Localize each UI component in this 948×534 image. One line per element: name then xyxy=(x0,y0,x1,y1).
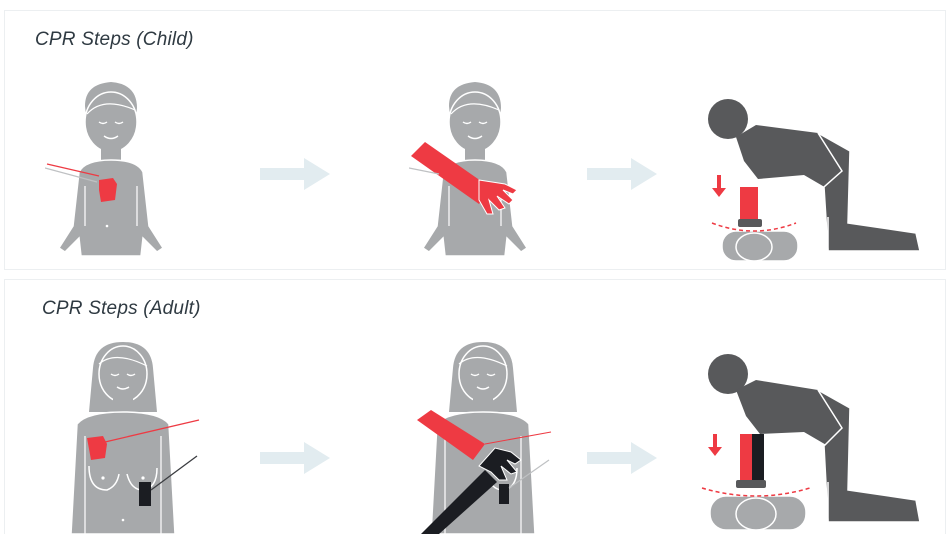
adult-hand-placement-icon xyxy=(415,340,565,534)
child-chest-compression-icon xyxy=(700,91,925,261)
next-step-arrow-icon xyxy=(260,154,332,194)
child-panel-title: CPR Steps (Child) xyxy=(35,29,194,51)
adult-chest-pad-placement-icon xyxy=(55,340,205,534)
child-hand-placement-icon xyxy=(409,76,544,261)
next-step-arrow-icon xyxy=(587,154,659,194)
adult-panel-title: CPR Steps (Adult) xyxy=(42,298,201,320)
adult-cpr-panel: CPR Steps (Adult) xyxy=(4,279,946,534)
next-step-arrow-icon xyxy=(260,438,332,478)
child-chest-pad-placement-icon xyxy=(45,76,175,261)
next-step-arrow-icon xyxy=(587,438,659,478)
adult-chest-compression-icon xyxy=(700,350,925,530)
child-cpr-panel: CPR Steps (Child) xyxy=(4,10,946,270)
